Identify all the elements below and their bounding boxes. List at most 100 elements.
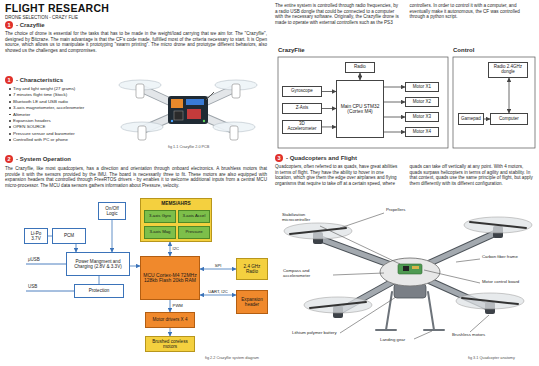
section-number-text: 3 <box>277 155 280 161</box>
connector <box>384 117 405 118</box>
schematic-frame <box>278 57 448 148</box>
node-text: Power Mangment and Charging (2.8V & 3.3V… <box>69 259 127 269</box>
schematic-heading: Control <box>453 47 535 55</box>
battery-box: Li-Po 3.7V <box>24 228 48 244</box>
section-number: 1- Crazyflie <box>5 21 13 29</box>
bullet-item: Expansion headers <box>13 118 113 124</box>
bullet-item: Pressure sensor and barometer <box>13 131 113 137</box>
expansion-box: Expansion header <box>236 290 268 314</box>
callout-label: Stabilization microcontroller <box>282 212 330 223</box>
connector <box>200 269 236 270</box>
connector <box>99 276 100 284</box>
callout-label: Landing gear <box>380 337 405 342</box>
node-text: 3-axis Accel <box>183 214 206 219</box>
motor-box: Brushed coreless motors <box>145 336 195 352</box>
figure-caption: fig 2.2 Crazyflie system diagram <box>205 356 259 361</box>
connector <box>322 108 336 109</box>
node-text: MCU Cortex-M4 72MHz 128kb Flash 20kb RAM <box>143 273 197 284</box>
power-box: Power Mangment and Charging (2.8V & 3.3V… <box>66 252 130 276</box>
connector <box>76 244 77 252</box>
bullet-dot <box>9 126 11 128</box>
bullet-dot <box>9 107 11 109</box>
sensor-box: 3-axis Mag <box>144 226 176 239</box>
section-number-text: 1 <box>7 22 10 28</box>
section-heading: - System Operation <box>16 155 71 163</box>
connector <box>509 78 510 113</box>
callout-label: Brushless motors <box>452 332 492 337</box>
node-text: On/Off Logic <box>101 206 123 216</box>
quadcopter-illustration <box>284 217 532 330</box>
callout-label: Propellers <box>386 207 405 212</box>
callout-label: Motor control board <box>482 279 528 284</box>
node-text: Radio 2.4GHz dongle <box>491 65 525 75</box>
schematic-frame <box>453 57 535 148</box>
radio-box: 2.4 GHz Radio <box>236 258 268 280</box>
bullet-item: Altimeter <box>13 112 113 118</box>
connector <box>360 73 361 80</box>
bullet-dot <box>9 133 11 135</box>
node-text: Computer <box>499 117 519 122</box>
node-text: Protection <box>89 288 110 293</box>
computer-box: Computer <box>490 113 528 125</box>
crazyflie-photo <box>119 80 257 140</box>
connector <box>130 266 140 267</box>
cpu-box: Main CPU STM32 (Cortex M4) <box>336 80 384 138</box>
bullet-dot <box>9 88 11 90</box>
node-text: Pressure <box>185 230 202 235</box>
callout-label: Compass and accelerometer <box>283 268 331 279</box>
motor-box: Motor X4 <box>405 127 439 137</box>
schematic-heading: CrazyFlie <box>278 47 448 55</box>
section-heading: - Characteristics <box>16 76 63 84</box>
body-paragraph: The choice of drone is essential for the… <box>5 31 267 54</box>
connector <box>322 91 336 92</box>
mcu-box: MCU Cortex-M4 72MHz 128kb Flash 20kb RAM <box>140 256 200 300</box>
leader-lines <box>320 213 489 339</box>
bullet-dot <box>9 94 11 96</box>
section-number: 3- Quadcopters and Flight <box>275 154 283 162</box>
figure-caption: fig 1.1 Crazyflie 2.0 PCB <box>168 145 209 150</box>
sensor-group: MEMS/AHRS 3-axis Gyro 3-axis Accel 3-axis M… <box>140 198 212 242</box>
signal-label: UART, I2C <box>208 290 229 295</box>
bullet-item: 3-axis magnetometer, accelerometer <box>13 105 113 111</box>
figure-caption: fig 3.1 Quadcopter anatomy <box>468 356 515 361</box>
node-text: Radio <box>354 65 366 70</box>
node-text: 3D Accelerometer <box>285 122 319 132</box>
node-text: 3-axis Gyro <box>149 214 171 219</box>
section-number: 1- Characteristics <box>5 76 13 84</box>
sensor-box: 3-axis Accel <box>178 210 210 223</box>
node-text: Expansion header <box>239 297 265 307</box>
connector <box>170 242 171 256</box>
pcm-box: PCM <box>52 228 86 244</box>
bullet-item: Bluetooth LE and USB radio <box>13 99 113 105</box>
connector <box>170 300 171 312</box>
node-text: Motor X2 <box>413 100 431 105</box>
connector <box>322 126 336 127</box>
node-text: Motor drivers X 4 <box>153 317 188 322</box>
gamepad-box: Gamepad <box>458 113 484 125</box>
signal-label: SPI <box>214 264 222 269</box>
node-text: Main CPU STM32 (Cortex M4) <box>339 104 381 115</box>
section-number-text: 2 <box>7 156 10 162</box>
radio-box: Radio <box>345 62 375 73</box>
protection-box: Protection <box>74 284 124 298</box>
section-heading: - Crazyflie <box>16 21 45 29</box>
node-text: Motor X1 <box>413 85 431 90</box>
bullet-dot <box>9 139 11 141</box>
node-text: Z-Axis <box>296 106 309 111</box>
node-text: MEMS/AHRS <box>141 201 211 206</box>
sensor-box: Pressure <box>178 226 210 239</box>
connector <box>200 295 236 296</box>
motor-box: Motor X3 <box>405 112 439 122</box>
body-paragraph: Quadcopters, often referred to as quads,… <box>275 164 535 187</box>
node-text: Li-Po 3.7V <box>27 231 45 241</box>
bullet-item: Tiny and light weight (27 grams) <box>13 86 113 92</box>
connector <box>384 132 405 133</box>
node-text: 3-axis Mag <box>149 230 170 235</box>
section-heading: - Quadcopters and Flight <box>286 154 357 162</box>
signal-label: I2C <box>172 247 180 252</box>
section-number-text: 1 <box>7 77 10 83</box>
node-text: Motor X3 <box>413 115 431 120</box>
page-title: FLIGHT RESEARCH <box>5 2 109 15</box>
section-number: 2- System Operation <box>5 155 13 163</box>
subtitle: DRONE SELECTION - CRAZY FLIE <box>5 15 78 21</box>
